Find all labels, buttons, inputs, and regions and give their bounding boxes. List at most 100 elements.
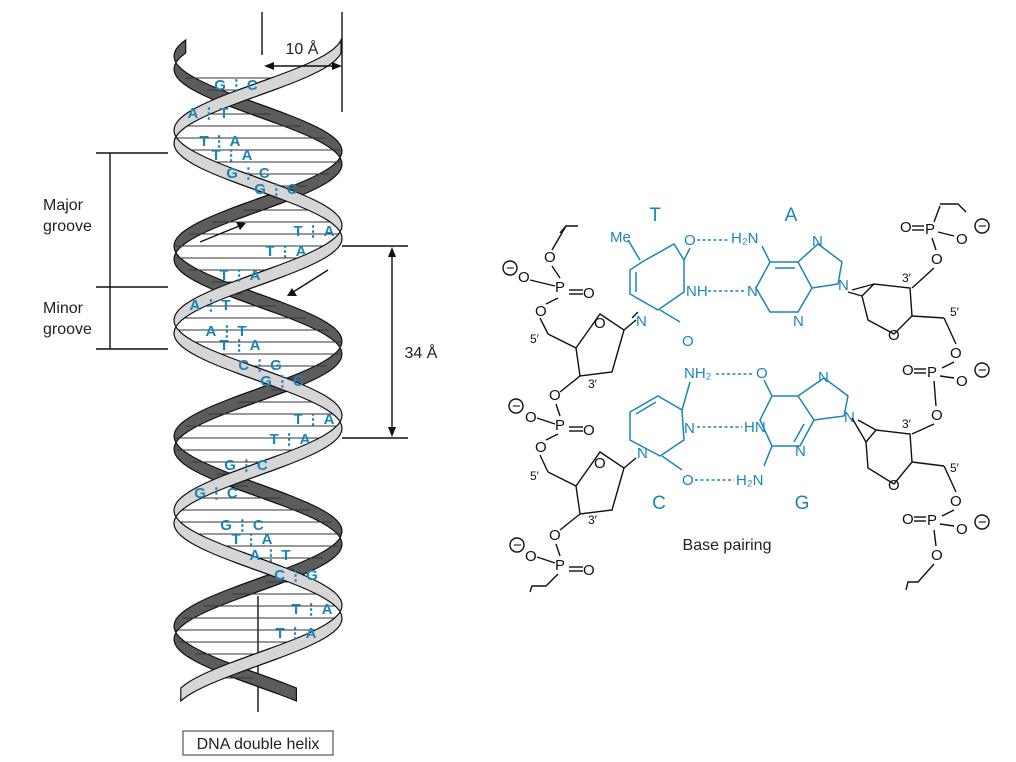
base-pair-p2: A ⋮ T	[187, 105, 228, 122]
thymine-n1: N	[636, 313, 647, 330]
pairing-caption: Base pairing	[683, 537, 772, 554]
guanine-h2n: H₂N	[736, 472, 764, 489]
guanine-hn: HN	[744, 419, 766, 436]
left-bottom-5prime: 5′	[530, 469, 540, 483]
left-p2-o-top: O	[549, 387, 561, 404]
guanine-ring: O N N HN N H₂N	[736, 365, 855, 489]
bond-sugar-adenine	[847, 291, 863, 297]
right-p2-o-ester: O	[931, 407, 943, 424]
base-pair-p22: C ⋮ G	[274, 567, 318, 584]
adenine-n3: N	[793, 313, 804, 330]
adenine-n9: N	[838, 277, 849, 294]
base-pair-p18: G ⋮ C	[194, 485, 238, 502]
left-p2-p: P	[555, 417, 565, 434]
base-pair-p16: T ⋮ A	[269, 431, 310, 448]
base-pair-p11: A ⋮ T	[205, 323, 246, 340]
right-p1-minus: −	[978, 218, 987, 235]
left-p1-o-top: O	[544, 249, 556, 266]
cytosine-o2: O	[682, 472, 694, 489]
right-top-3prime: 3′	[902, 271, 912, 285]
width-label: 10 Å	[286, 39, 319, 58]
left-p1-o-neg: O	[518, 269, 530, 286]
backbone-strand-back	[173, 38, 343, 702]
right-p1-o-neg: O	[956, 231, 968, 248]
major-groove-label-line2: groove	[43, 218, 92, 235]
cytosine-n1: N	[637, 445, 648, 462]
width-arrowhead-left	[264, 62, 274, 70]
base-pair-p17: G ⋮ C	[224, 457, 268, 474]
base-pair-p10: A ⋮ T	[189, 297, 230, 314]
cytosine-ring: NH₂ N N O	[629, 365, 712, 489]
major-groove-label-line1: Major	[43, 197, 84, 214]
left-top-5prime: 5′	[530, 332, 540, 346]
right-p2-p: P	[927, 364, 937, 381]
right-p1-charge	[974, 218, 990, 234]
left-p3-o-neg: O	[525, 548, 537, 565]
right-backbone: O P O − O 3′ O 5′ O O P	[851, 203, 990, 591]
pitch-label: 34 Å	[405, 343, 438, 362]
guanine-n9: N	[844, 409, 855, 426]
base-label-t: T	[649, 205, 661, 226]
base-pair-p14: G ⋮ C	[260, 373, 304, 390]
left-p1-charge	[502, 260, 518, 276]
left-p3-charge	[509, 537, 525, 553]
helix-caption: DNA double helix	[197, 736, 320, 753]
back-strand-ribbon	[173, 38, 343, 702]
pitch-arrowhead-bottom	[388, 427, 396, 437]
left-p2-o-dbl: O	[583, 422, 595, 439]
base-label-g: G	[795, 493, 810, 514]
thymine-nh: NH	[686, 283, 708, 300]
strand-direction-arrow-up	[199, 223, 245, 243]
right-p1-p: P	[925, 221, 935, 238]
right-bottom-3prime: 3′	[902, 417, 912, 431]
left-backbone: O P O O − O 5′ O 3′ O P O	[502, 225, 637, 593]
left-p1-minus: −	[506, 260, 515, 277]
base-pair-letters: G ⋮ CA ⋮ TT ⋮ AT ⋮ AG ⋮ CG ⋮ CT ⋮ AT ⋮ A…	[187, 77, 334, 642]
left-p2-o-ester: O	[535, 439, 547, 456]
right-p3-o-dbl: O	[902, 511, 914, 528]
cytosine-nh2: NH₂	[684, 365, 712, 382]
guanine-n3: N	[795, 443, 806, 460]
thymine-o4: O	[684, 232, 696, 249]
left-top-sugar-o: O	[594, 315, 606, 332]
base-pair-p24: T ⋮ A	[275, 625, 316, 642]
dna-double-helix: G ⋮ CA ⋮ TT ⋮ AT ⋮ AG ⋮ CG ⋮ CT ⋮ AT ⋮ A…	[43, 12, 438, 756]
base-pair-p3: T ⋮ A	[199, 133, 240, 150]
base-pair-p5: G ⋮ C	[226, 165, 270, 182]
base-pair-p1: G ⋮ C	[214, 77, 258, 94]
left-top-3prime: 3′	[588, 377, 598, 391]
adenine-ring: H₂N N N N N	[731, 230, 849, 330]
right-top-sugar-o: O	[888, 327, 900, 344]
strand-direction-arrowhead-down	[287, 288, 297, 296]
bond-sugar-guanine	[851, 417, 867, 443]
base-pair-p12: T ⋮ A	[219, 337, 260, 354]
right-p2-charge	[974, 362, 990, 378]
thymine-o2: O	[682, 333, 694, 350]
adenine-n1: N	[747, 283, 758, 300]
right-p3-o-top: O	[950, 493, 962, 510]
right-bottom-5prime: 5′	[950, 461, 960, 475]
right-p2-o-top: O	[950, 345, 962, 362]
width-arrowhead-right	[332, 62, 342, 70]
right-p2-o-dbl: O	[902, 362, 914, 379]
base-pair-p15: T ⋮ A	[293, 411, 334, 428]
base-label-a: A	[785, 205, 798, 226]
left-p1-p: P	[555, 279, 565, 296]
left-p2-minus: −	[512, 398, 521, 415]
left-p2-o-neg: O	[525, 409, 537, 426]
minor-groove-label-line2: groove	[43, 321, 92, 338]
base-pair-p13: C ⋮ G	[238, 357, 282, 374]
left-p3-p: P	[555, 557, 565, 574]
base-pair-p6: G ⋮ C	[254, 181, 298, 198]
base-pair-p19: G ⋮ C	[220, 517, 264, 534]
right-bottom-sugar-o: O	[888, 477, 900, 494]
left-p1-o-dbl: O	[583, 285, 595, 302]
right-p3-o-neg: O	[956, 521, 968, 538]
base-label-c: C	[652, 493, 666, 514]
left-bottom-sugar-o: O	[594, 455, 606, 472]
base-pair-p21: A ⋮ T	[249, 547, 290, 564]
thymine-methyl: Me	[610, 229, 631, 246]
right-p3-minus: −	[978, 514, 987, 531]
base-pair-p20: T ⋮ A	[231, 531, 272, 548]
